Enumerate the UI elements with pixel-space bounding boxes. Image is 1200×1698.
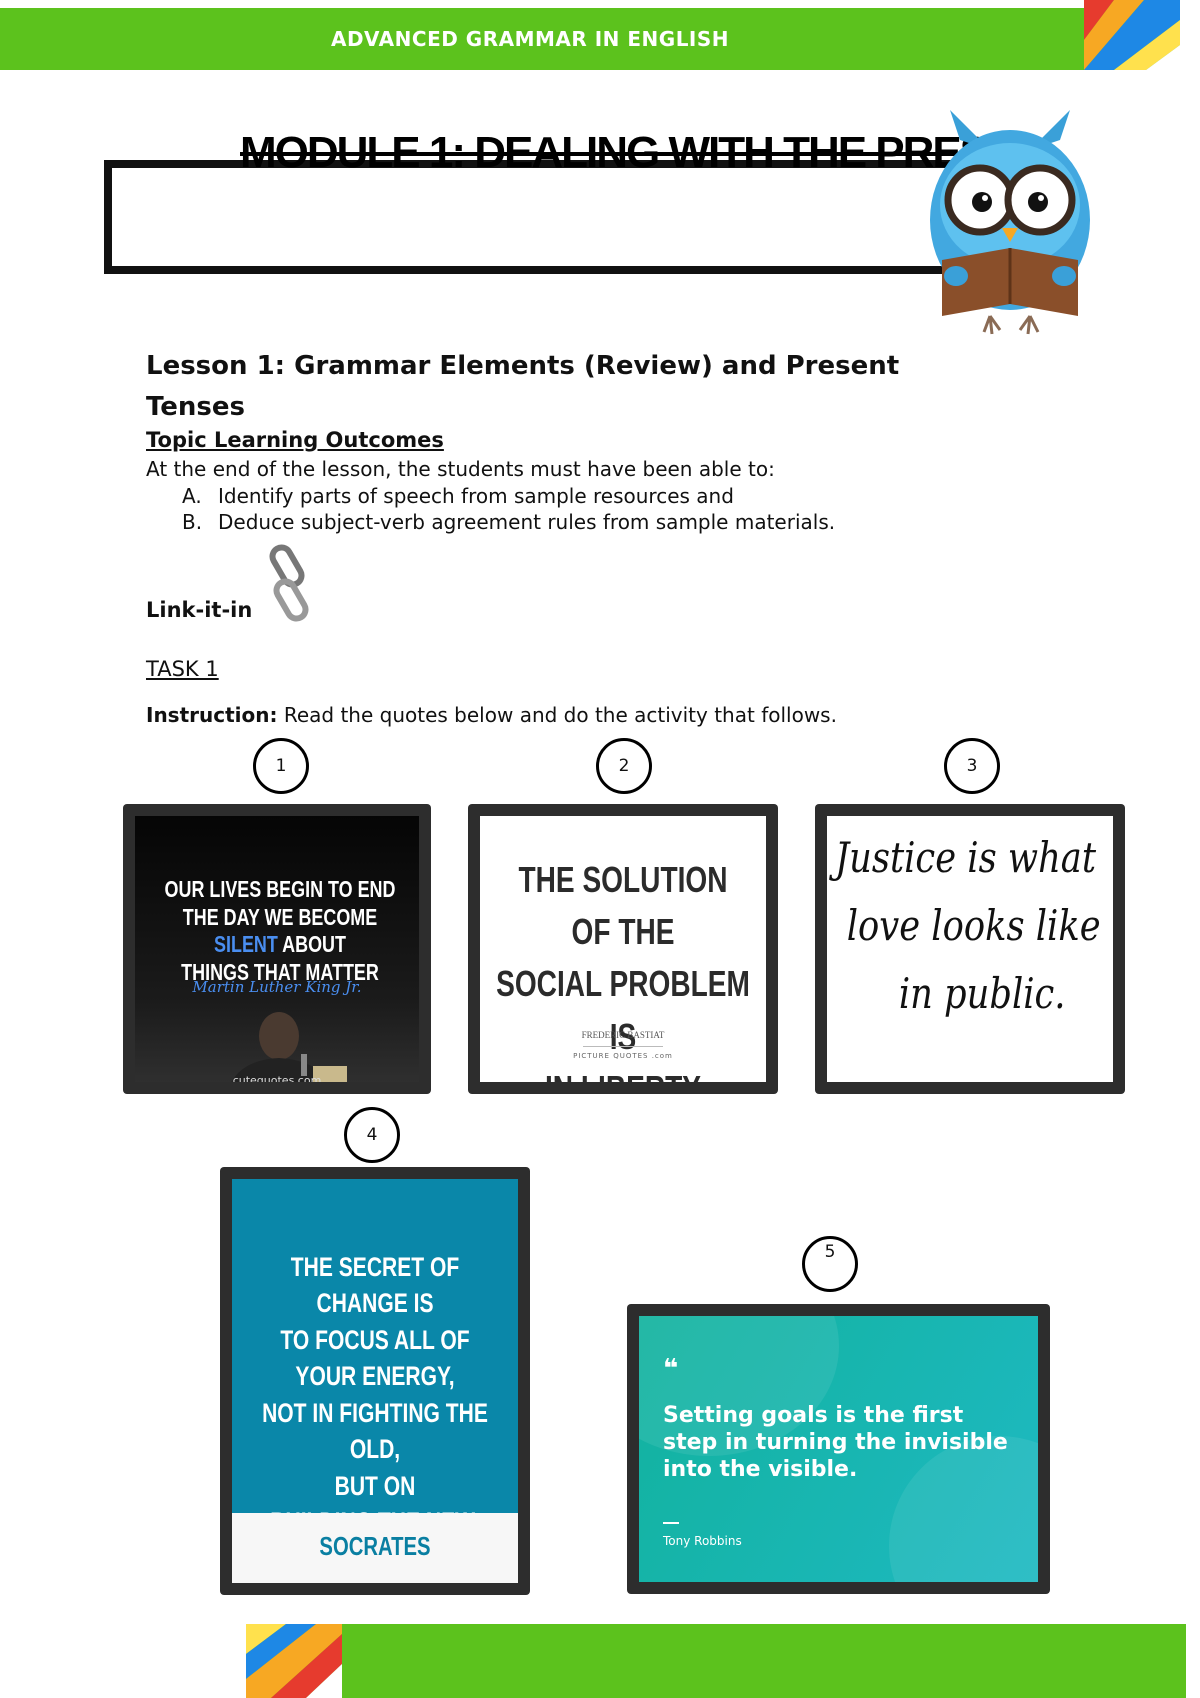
outcomes-heading: Topic Learning Outcomes xyxy=(146,428,444,452)
module-title-frame xyxy=(104,160,984,274)
quote-1-text: OUR LIVES BEGIN TO END THE DAY WE BECOME… xyxy=(151,876,408,986)
quote-1-highlight: SILENT xyxy=(214,931,278,958)
chain-link-icon xyxy=(269,544,309,622)
quote-4-line: THE SECRET OF CHANGE IS xyxy=(290,1252,460,1319)
task-label: TASK 1 xyxy=(146,657,219,681)
quote-card-4-image: THE SECRET OF CHANGE IS TO FOCUS ALL OF … xyxy=(232,1179,518,1583)
quote-card-2: THE SOLUTION OF THE SOCIAL PROBLEM IS IN… xyxy=(468,804,778,1094)
quote-4-text: THE SECRET OF CHANGE IS TO FOCUS ALL OF … xyxy=(245,1249,506,1541)
outcome-marker: B. xyxy=(182,510,203,534)
divider xyxy=(663,1522,679,1524)
instruction-text: Read the quotes below and do the activit… xyxy=(277,703,837,727)
rainbow-corner-icon xyxy=(1084,0,1180,70)
outcome-item: B. Deduce subject-verb agreement rules fr… xyxy=(182,510,835,534)
quote-1-site: cutequotes.com xyxy=(232,1074,322,1082)
quote-2-line: SOCIAL PROBLEM IS xyxy=(496,963,750,1057)
outcome-text: Identify parts of speech from sample res… xyxy=(218,484,734,508)
quote-1-after-highlight: ABOUT xyxy=(277,931,346,958)
quote-card-5: ❝ Setting goals is the first step in tur… xyxy=(627,1304,1050,1594)
quote-card-1: OUR LIVES BEGIN TO END THE DAY WE BECOME… xyxy=(123,804,431,1094)
link-it-in-heading: Link-it-in xyxy=(146,598,253,622)
quote-1-author: Martin Luther King Jr. xyxy=(192,978,362,996)
quote-1-line: THE DAY WE BECOME xyxy=(182,903,378,930)
quote-4-line: YOUR ENERGY, xyxy=(295,1361,455,1392)
quote-2-line: IN LIBERTY xyxy=(496,1063,750,1082)
header-title: ADVANCED GRAMMAR IN ENGLISH xyxy=(330,27,730,51)
quote-number-4: 4 xyxy=(344,1107,400,1163)
quote-3-text: Justice is what love looks like in publi… xyxy=(835,824,1101,1028)
quote-card-5-image: ❝ Setting goals is the first step in tur… xyxy=(639,1316,1038,1582)
quote-card-2-image: THE SOLUTION OF THE SOCIAL PROBLEM IS IN… xyxy=(480,816,766,1082)
quote-2-text: THE SOLUTION OF THE SOCIAL PROBLEM IS IN… xyxy=(496,854,750,1082)
footer-band xyxy=(246,1624,1186,1698)
module-title: MODULE 1: DEALING WITH THE PRESENT xyxy=(240,128,980,177)
quote-card-1-image: OUR LIVES BEGIN TO END THE DAY WE BECOME… xyxy=(135,816,419,1082)
quote-card-3-image: Justice is what love looks like in publi… xyxy=(827,816,1113,1082)
quote-card-4: THE SECRET OF CHANGE IS TO FOCUS ALL OF … xyxy=(220,1167,530,1595)
quote-1-line: THINGS THAT MATTER xyxy=(181,958,379,985)
rainbow-corner-icon xyxy=(246,1624,342,1698)
owl-reading-icon xyxy=(930,110,1090,335)
outcome-marker: A. xyxy=(182,484,202,508)
outcomes-intro: At the end of the lesson, the students m… xyxy=(146,457,775,481)
quote-4-line: NOT IN FIGHTING THE OLD, xyxy=(262,1397,488,1465)
outcome-item: A. Identify parts of speech from sample r… xyxy=(182,484,734,508)
header-band xyxy=(0,8,1172,70)
quote-1-line: SILENT ABOUT xyxy=(151,931,408,959)
quote-4-author-band: SOCRATES xyxy=(232,1513,518,1583)
speaker-portrait xyxy=(231,1012,347,1082)
instruction: Instruction: Read the quotes below and d… xyxy=(146,703,837,727)
outcome-text: Deduce subject-verb agreement rules from… xyxy=(218,510,836,534)
quote-number-1: 1 xyxy=(253,738,309,794)
quote-5-author: Tony Robbins xyxy=(663,1534,742,1548)
divider xyxy=(583,1046,663,1047)
quote-number-2: 2 xyxy=(596,738,652,794)
lesson-title: Lesson 1: Grammar Elements (Review) and … xyxy=(146,351,900,422)
quote-mark-icon: ❝ xyxy=(663,1354,679,1384)
quote-4-author: SOCRATES xyxy=(319,1531,431,1561)
quote-2-line: THE SOLUTION OF THE xyxy=(518,859,728,953)
quote-3-line: in public. xyxy=(898,969,1066,1019)
quote-number-3: 3 xyxy=(944,738,1000,794)
quote-number-5: 5 xyxy=(802,1236,858,1292)
quote-4-line: BUT ON xyxy=(334,1470,416,1501)
quote-2-source: PICTURE QUOTES .com xyxy=(573,1052,673,1060)
quote-3-line: Justice is what xyxy=(835,833,1097,882)
quote-2-author: FREDERIC BASTIAT xyxy=(581,1030,665,1040)
quote-1-line: OUR LIVES BEGIN TO END xyxy=(164,876,396,902)
instruction-label: Instruction: xyxy=(146,703,278,727)
quote-3-line: love looks like xyxy=(846,901,1101,951)
quote-5-text: Setting goals is the first step in turni… xyxy=(663,1403,1008,1482)
quote-card-3: Justice is what love looks like in publi… xyxy=(815,804,1125,1094)
quote-4-line: TO FOCUS ALL OF xyxy=(280,1324,470,1355)
